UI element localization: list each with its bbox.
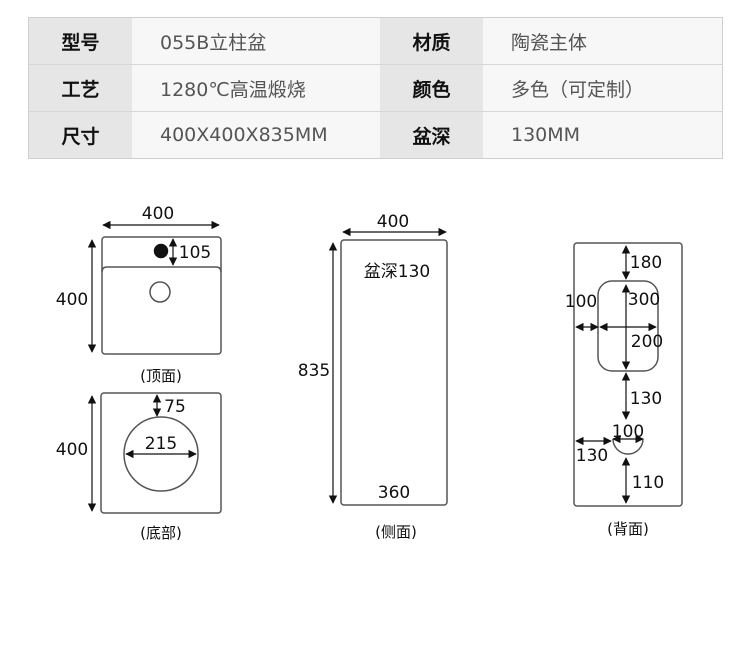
back-view-drawing xyxy=(573,242,683,507)
hole-width-label: 100 xyxy=(612,422,644,442)
back-bottom-offset-label: 110 xyxy=(632,473,664,493)
slot-width-label: 200 xyxy=(631,332,663,352)
value-cell: 055B立柱盆 xyxy=(132,17,380,65)
side-view-caption: (侧面) xyxy=(375,523,417,541)
slot-height-label: 300 xyxy=(628,290,660,310)
side-view-dimensions xyxy=(328,227,447,504)
value-cell: 1280℃高温煅烧 xyxy=(132,64,380,112)
label-cell: 盆深 xyxy=(380,111,483,159)
back-view-outline xyxy=(573,242,683,507)
slot-left-label: 100 xyxy=(565,292,597,312)
top-view-drawing xyxy=(101,236,222,355)
gap-label: 130 xyxy=(630,389,662,409)
pedestal-circle xyxy=(123,416,199,492)
bottom-height-label: 400 xyxy=(56,440,88,460)
label-cell: 颜色 xyxy=(380,64,483,112)
value-cell: 130MM xyxy=(483,111,723,159)
top-width-label: 400 xyxy=(142,204,174,224)
value-cell: 400X400X835MM xyxy=(132,111,380,159)
hole-left-label: 130 xyxy=(576,446,608,466)
top-view-dimensions xyxy=(87,220,220,353)
table-row: 工艺 1280℃高温煅烧 颜色 多色（可定制） xyxy=(28,64,723,112)
back-view-caption: (背面) xyxy=(607,520,649,538)
back-view-dimensions xyxy=(575,245,657,504)
side-view-outline xyxy=(340,239,448,506)
rear-hole-arc xyxy=(612,438,644,455)
bottom-view-drawing xyxy=(100,392,222,514)
back-top-offset-label: 180 xyxy=(630,253,662,273)
top-height-label: 400 xyxy=(56,290,88,310)
label-cell: 材质 xyxy=(380,17,483,65)
drain-hole xyxy=(149,281,171,303)
bottom-view-outline xyxy=(100,392,222,514)
top-view-outline xyxy=(101,236,222,355)
top-view-caption: (顶面) xyxy=(140,367,182,385)
label-cell: 型号 xyxy=(28,17,132,65)
side-view-drawing xyxy=(340,239,448,506)
bottom-view-caption: (底部) xyxy=(140,524,182,542)
table-row: 尺寸 400X400X835MM 盆深 130MM xyxy=(28,111,723,159)
side-width-label: 400 xyxy=(377,212,409,232)
bottom-view-dimensions xyxy=(87,394,197,512)
side-bottom-width-label: 360 xyxy=(378,483,410,503)
hole-offset-label: 105 xyxy=(179,243,211,263)
side-height-label: 835 xyxy=(298,361,330,381)
label-cell: 尺寸 xyxy=(28,111,132,159)
label-cell: 工艺 xyxy=(28,64,132,112)
bottom-offset-label: 75 xyxy=(164,397,186,417)
faucet-hole xyxy=(153,243,169,259)
value-cell: 陶瓷主体 xyxy=(483,17,723,65)
basin-depth-label: 盆深130 xyxy=(364,262,430,282)
value-cell: 多色（可定制） xyxy=(483,64,723,112)
table-row: 型号 055B立柱盆 材质 陶瓷主体 xyxy=(28,17,723,65)
diameter-label: 215 xyxy=(145,434,177,454)
spec-table: 型号 055B立柱盆 材质 陶瓷主体 工艺 1280℃高温煅烧 颜色 多色（可定… xyxy=(28,17,723,159)
basin-edge-line xyxy=(101,266,222,273)
